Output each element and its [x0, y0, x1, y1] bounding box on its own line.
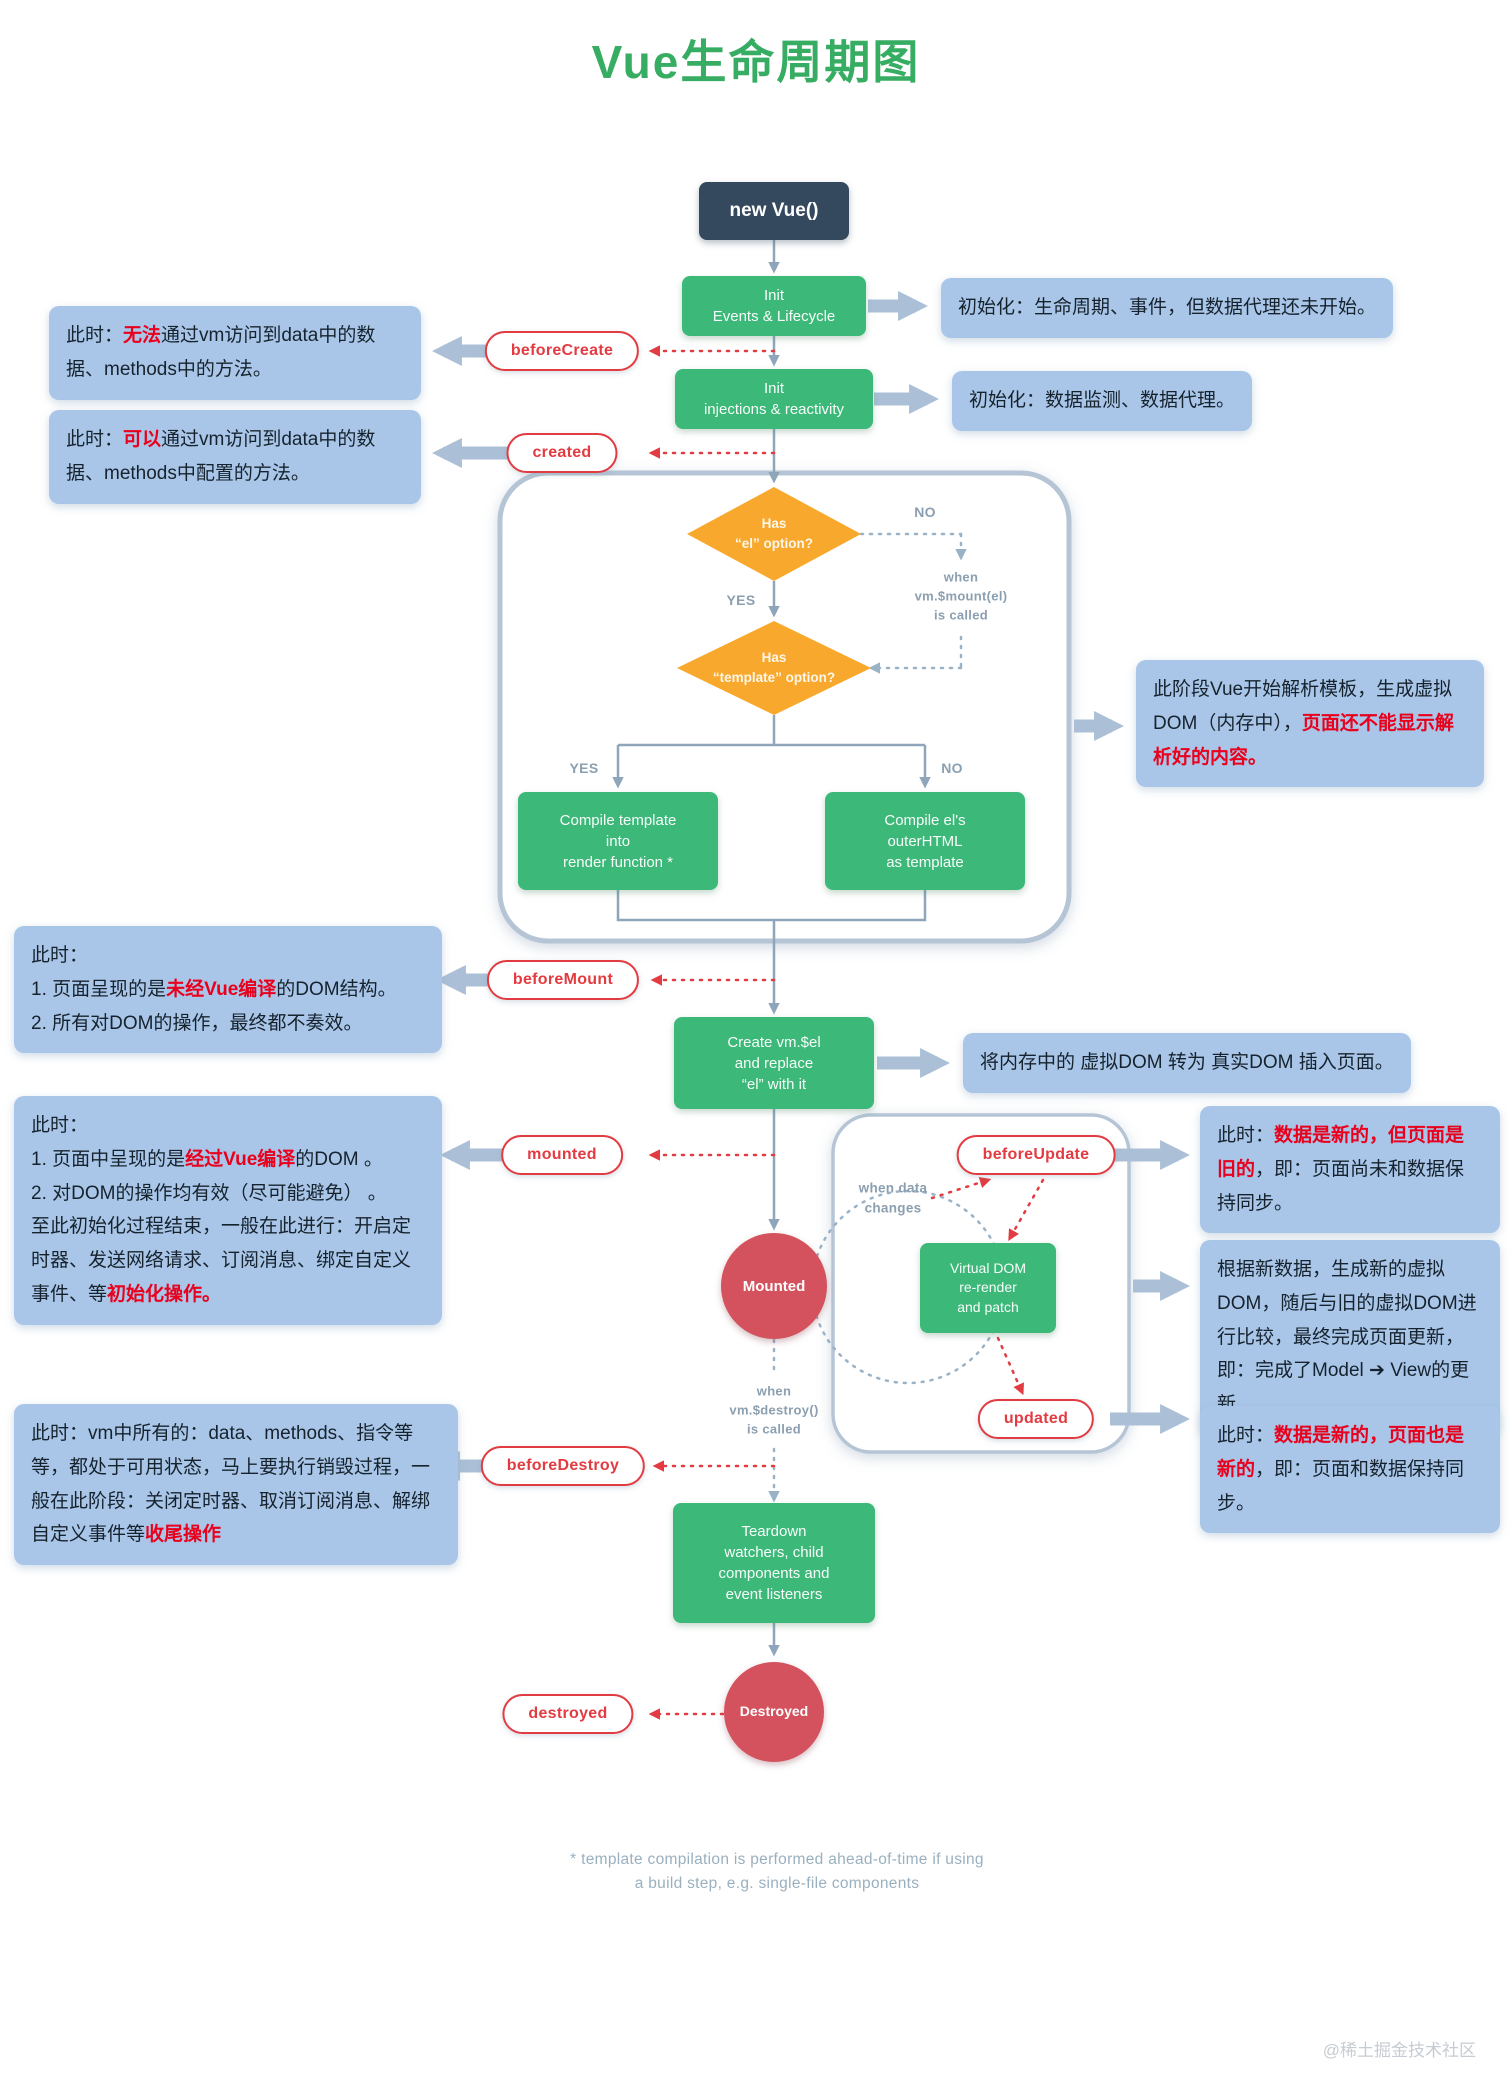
beforemount-annotation: 此时： 1. 页面呈现的是未经Vue编译的DOM结构。 2. 所有对DOM的操作… — [14, 926, 442, 1054]
created-annotation: 此时：可以通过vm访问到data中的数据、methods中配置的方法。 — [49, 410, 421, 504]
yes-template-label: YES — [569, 759, 599, 776]
beforedestroy-annotation: 此时：vm中所有的：data、methods、指令等等，都处于可用状态，马上要执… — [14, 1404, 458, 1566]
updated-annotation: 此时：数据是新的，页面也是新的，即：页面和数据保持同步。 — [1200, 1406, 1500, 1534]
init-events-node: Init Events & Lifecycle — [682, 276, 866, 336]
when-destroy-label: when vm.$destroy() is called — [729, 1383, 819, 1437]
hook-destroyed: destroyed — [502, 1694, 634, 1734]
hook-connectors — [648, 345, 1045, 1720]
hook-beforedestroy: beforeDestroy — [480, 1446, 646, 1486]
init-injections-annotation: 初始化：数据监测、数据代理。 — [952, 371, 1253, 431]
watermark: @稀土掘金技术社区 — [1322, 2041, 1476, 2060]
has-template-diamond-label: Has “template” option? — [712, 649, 836, 685]
hook-mounted: mounted — [501, 1135, 623, 1175]
compile-el-node: Compile el's outerHTML as template — [825, 792, 1025, 890]
create-vm-el-node: Create vm.$el and replace “el” with it — [674, 1017, 874, 1109]
no-template-label: NO — [941, 759, 963, 776]
beforeupdate-annotation: 此时：数据是新的，但页面是旧的，即：页面尚未和数据保持同步。 — [1200, 1106, 1500, 1234]
compile-stage-annotation: 此阶段Vue开始解析模板，生成虚拟DOM（内存中），页面还不能显示解析好的内容。 — [1136, 660, 1484, 788]
page-title: Vue生命周期图 — [591, 36, 921, 88]
has-template-diamond — [677, 621, 871, 715]
virtualdom-annotation: 根据新数据，生成新的虚拟DOM，随后与旧的虚拟DOM进行比较，最终完成页面更新，… — [1200, 1240, 1500, 1436]
hook-beforemount: beforeMount — [486, 960, 640, 1000]
flow-lines — [612, 239, 931, 1657]
hook-beforecreate: beforeCreate — [484, 331, 640, 371]
hook-created: created — [506, 433, 618, 473]
mounted-annotation: 此时： 1. 页面中呈现的是经过Vue编译的DOM 。 2. 对DOM的操作均有… — [14, 1096, 442, 1325]
virtual-dom-node: Virtual DOM re-render and patch — [920, 1243, 1056, 1333]
mounted-state-node: Mounted — [721, 1233, 827, 1339]
init-injections-node: Init injections & reactivity — [675, 369, 873, 429]
compile-template-node: Compile template into render function * — [518, 792, 718, 890]
when-data-changes-label: when data changes — [858, 1180, 928, 1215]
has-el-diamond — [687, 487, 861, 581]
yes-el-label: YES — [726, 591, 756, 608]
create-vm-el-annotation: 将内存中的 虚拟DOM 转为 真实DOM 插入页面。 — [963, 1033, 1411, 1093]
has-el-diamond-label: Has “el” option? — [735, 515, 813, 551]
hook-updated: updated — [977, 1399, 1095, 1439]
footnote: * template compilation is performed ahea… — [570, 1851, 984, 1893]
new-vue-node: new Vue() — [699, 182, 849, 240]
beforecreate-annotation: 此时：无法通过vm访问到data中的数据、methods中的方法。 — [49, 306, 421, 400]
no-el-label: NO — [914, 503, 936, 520]
destroyed-state-node: Destroyed — [724, 1662, 824, 1762]
when-mount-label: when vm.$mount(el) is called — [914, 569, 1008, 623]
teardown-node: Teardown watchers, child components and … — [673, 1503, 875, 1623]
hook-beforeupdate: beforeUpdate — [956, 1135, 1116, 1175]
init-events-annotation: 初始化：生命周期、事件，但数据代理还未开始。 — [941, 278, 1394, 338]
